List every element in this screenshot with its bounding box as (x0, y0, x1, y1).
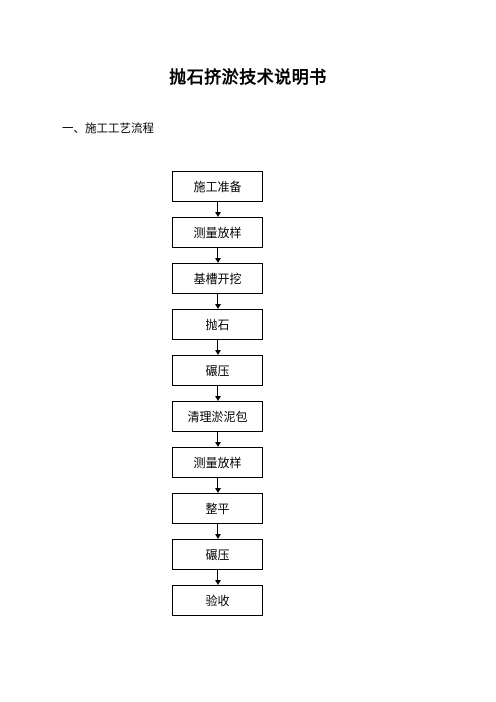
flow-step-riprap: 抛石 (172, 309, 263, 340)
flow-arrow-down-icon (172, 340, 263, 355)
flow-step-survey: 测量放样 (172, 217, 263, 248)
process-flowchart: 施工准备 测量放样 基槽开挖 抛石 碾压 清理淤泥包 测量放样 整平 碾压 验收 (172, 171, 263, 616)
flow-arrow-down-icon (172, 248, 263, 263)
flow-step-preparation: 施工准备 (172, 171, 263, 202)
flow-arrow-down-icon (172, 524, 263, 539)
document-title: 抛石挤淤技术说明书 (169, 68, 327, 88)
flow-step-acceptance: 验收 (172, 585, 263, 616)
flow-step-excavation: 基槽开挖 (172, 263, 263, 294)
flow-step-leveling: 整平 (172, 493, 263, 524)
flow-step-clear-silt: 清理淤泥包 (172, 401, 263, 432)
flow-arrow-down-icon (172, 294, 263, 309)
flow-arrow-down-icon (172, 386, 263, 401)
flow-step-compaction: 碾压 (172, 355, 263, 386)
flow-arrow-down-icon (172, 478, 263, 493)
flow-step-compaction-second: 碾压 (172, 539, 263, 570)
flow-arrow-down-icon (172, 570, 263, 585)
flow-arrow-down-icon (172, 432, 263, 447)
section-heading: 一、施工工艺流程 (62, 121, 154, 135)
flow-arrow-down-icon (172, 202, 263, 217)
flow-step-survey-second: 测量放样 (172, 447, 263, 478)
